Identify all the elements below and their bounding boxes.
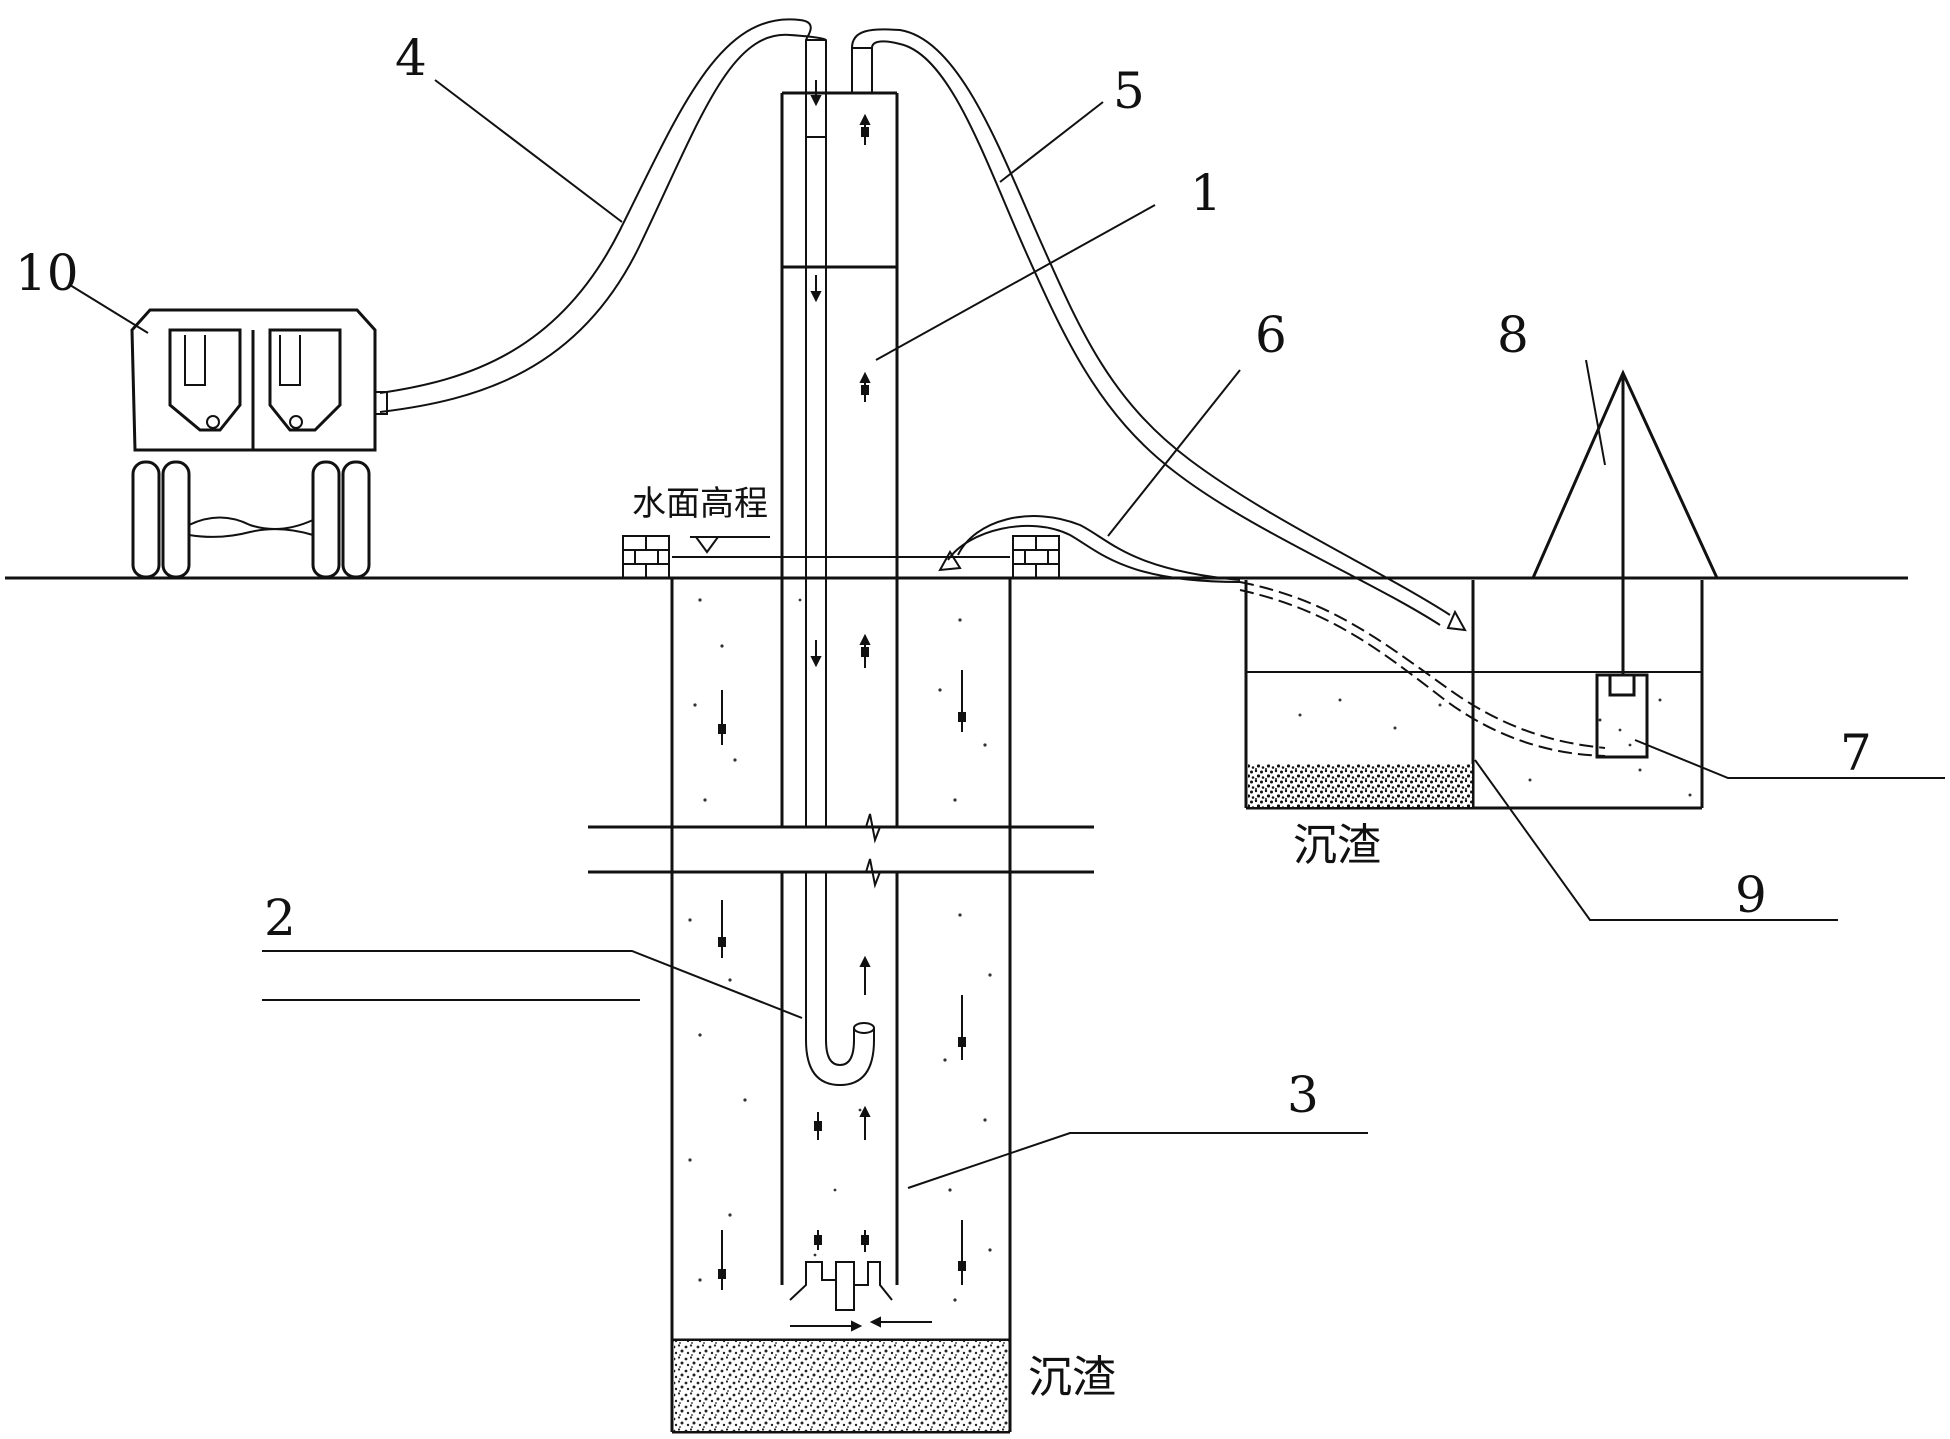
bore-well (588, 557, 1094, 1432)
water-level-symbol (690, 537, 770, 552)
label-3: 3 (1287, 1066, 1319, 1124)
submersible-pump (1597, 675, 1647, 757)
label-10: 10 (15, 244, 79, 302)
pipe-1-column (782, 93, 897, 1285)
label-1: 1 (1190, 164, 1222, 222)
suction-head (790, 1262, 892, 1310)
label-2: 2 (264, 889, 296, 947)
label-5: 5 (1113, 62, 1145, 120)
label-8: 8 (1497, 306, 1529, 364)
water-level-label: 水面高程 (632, 484, 768, 524)
brick-left (623, 536, 669, 578)
label-sediment-well: 沉渣 (1028, 1352, 1116, 1403)
derrick-tripod (1533, 373, 1717, 675)
label-4: 4 (395, 29, 427, 87)
label-sediment-tank: 沉渣 (1293, 820, 1381, 871)
hose-5 (852, 29, 1465, 630)
brick-right (1013, 536, 1059, 578)
pipe-2-airline (806, 40, 874, 1085)
well-water-dots (688, 598, 991, 1301)
label-6: 6 (1255, 306, 1287, 364)
outlet-nozzle (852, 48, 872, 93)
air-compressor-truck (132, 310, 387, 577)
hose-4 (380, 19, 826, 412)
well-sediment (674, 1341, 1008, 1431)
label-7: 7 (1840, 724, 1872, 782)
leader-lines (70, 80, 1945, 1188)
hose-6 (940, 516, 1605, 756)
tank-sediment (1248, 764, 1472, 807)
label-9: 9 (1735, 866, 1767, 924)
